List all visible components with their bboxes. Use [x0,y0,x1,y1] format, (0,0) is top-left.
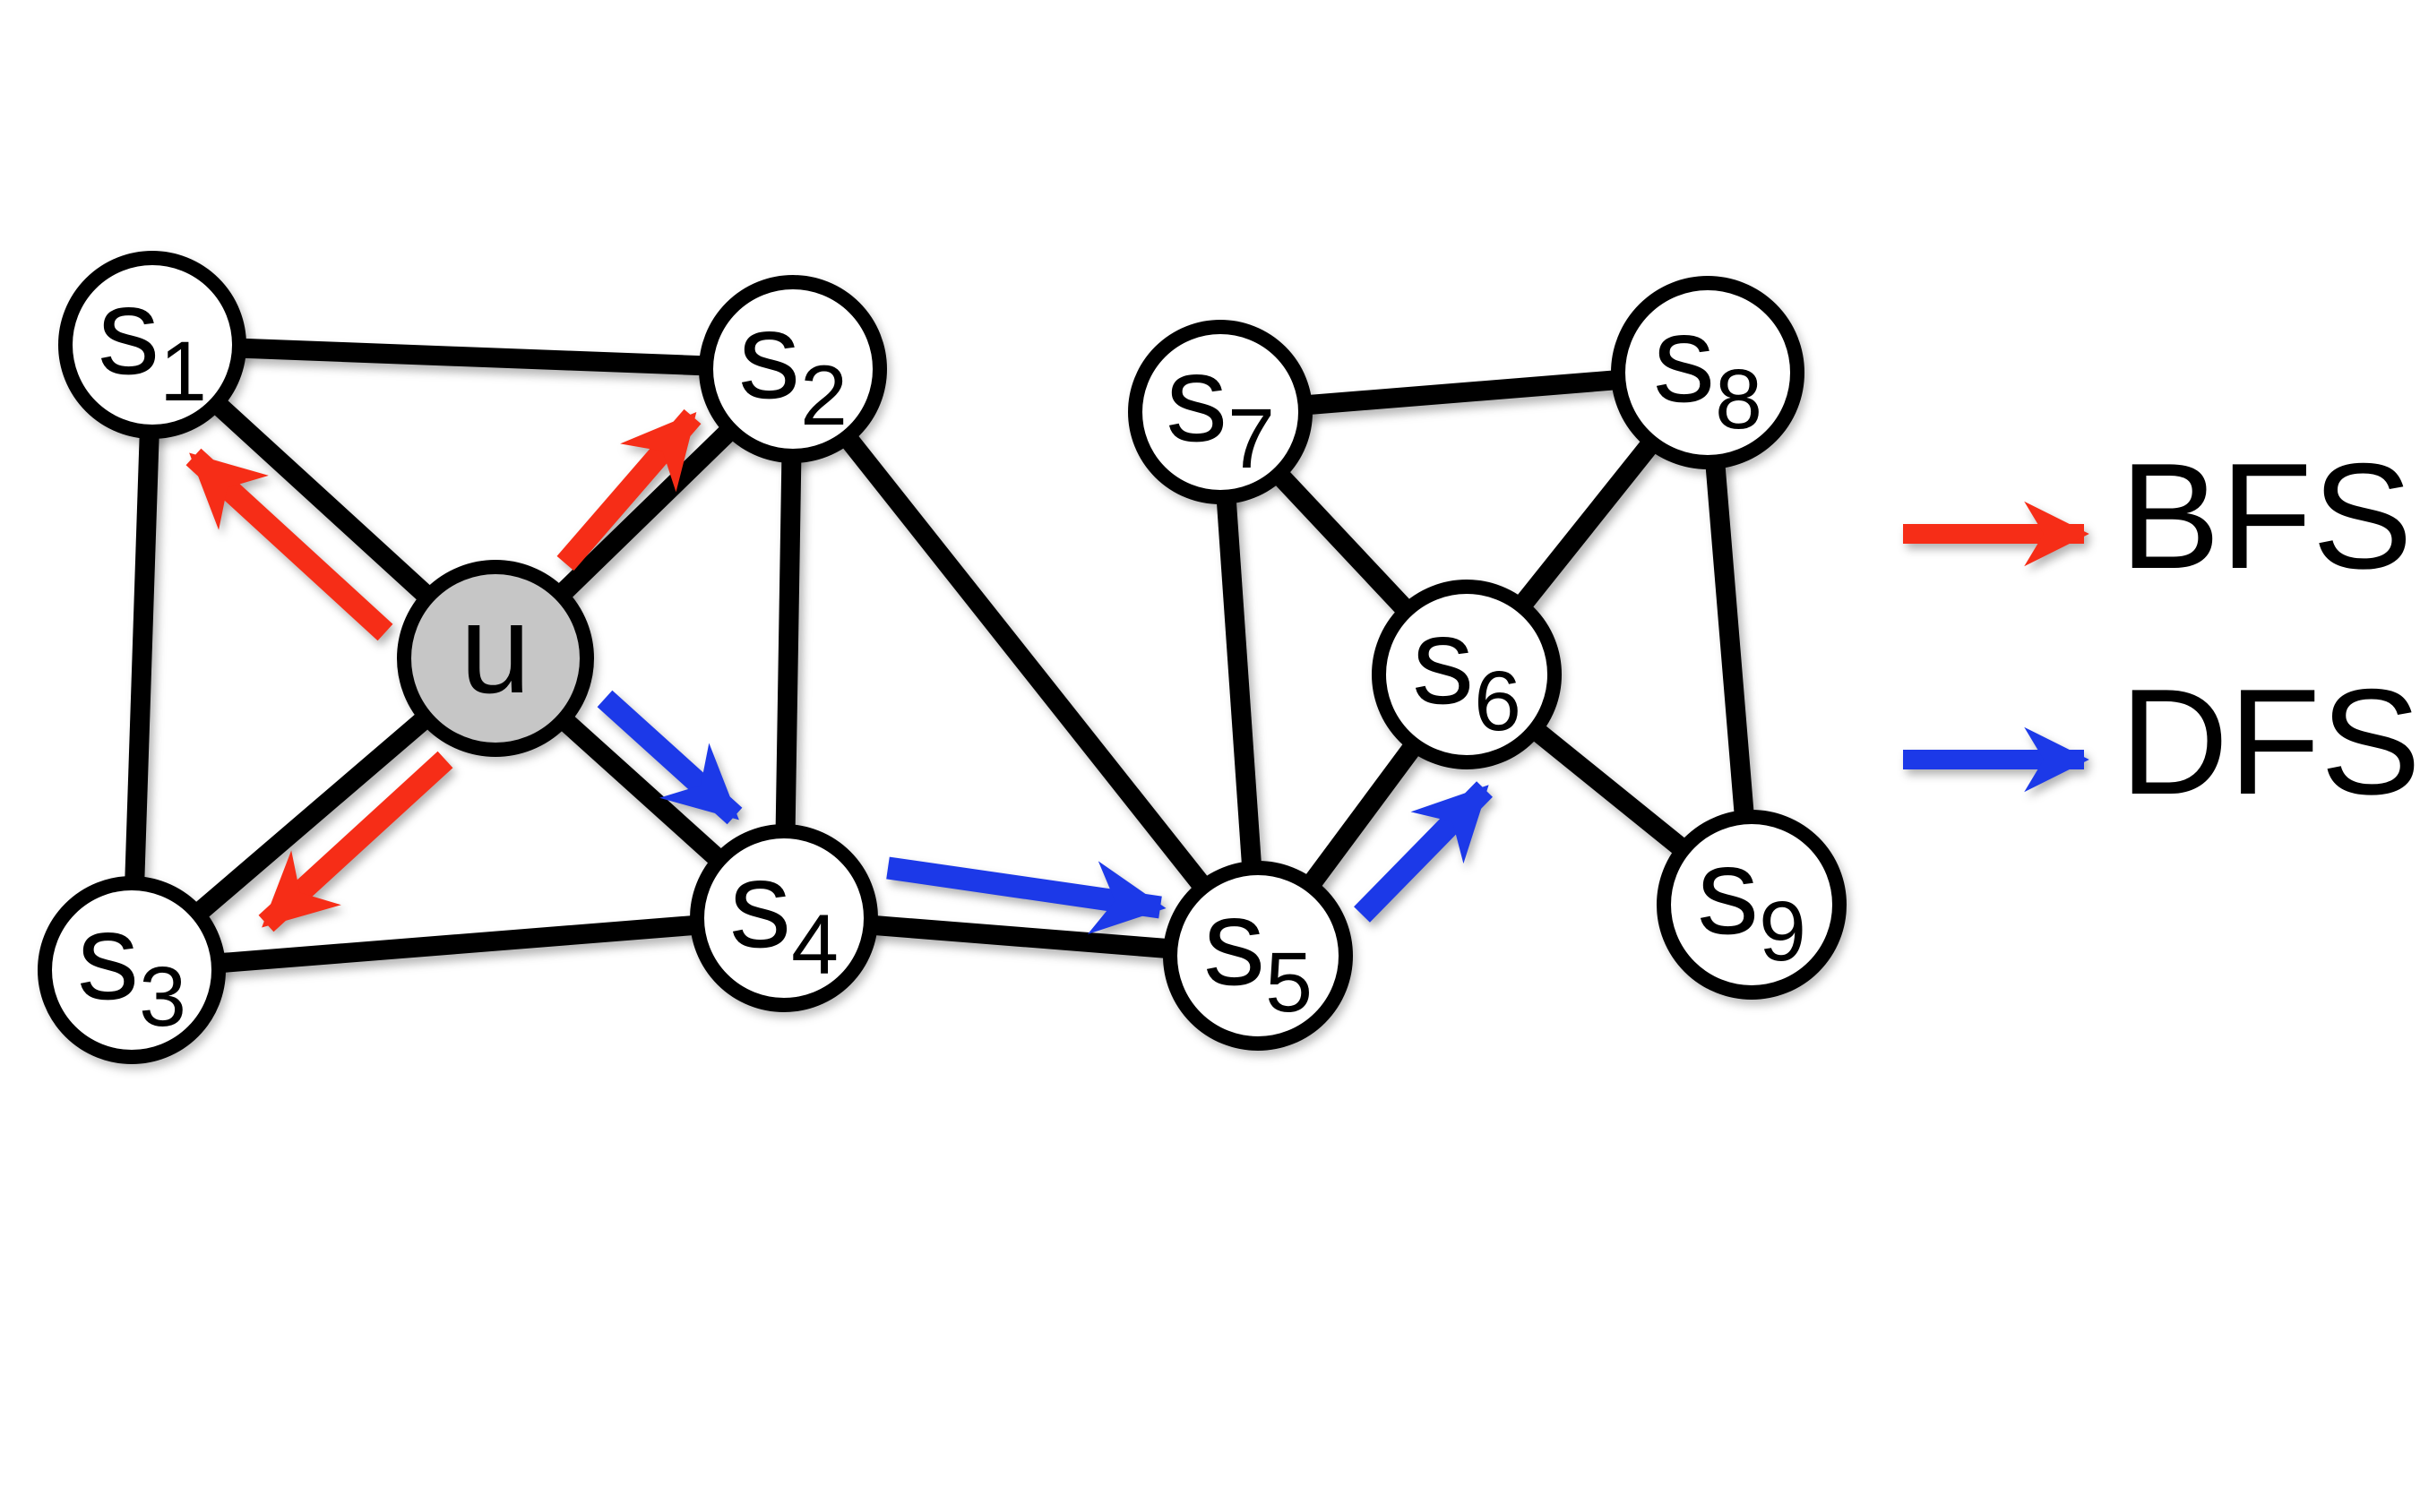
node-label-s8: s8 [1653,290,1762,447]
node-s2 [699,275,887,463]
bfs-arrow-icon [1903,501,2089,566]
node-label-base: s [1653,290,1715,428]
dfs-arrow-icon [1903,726,2089,792]
legend-item-bfs: BFS [1898,430,2413,603]
node-label-base: s [1203,873,1265,1011]
node-label-s3: s3 [77,888,186,1044]
node-s5 [1163,861,1353,1051]
legend-item-dfs: DFS [1898,656,2420,829]
node-label-s5: s5 [1203,873,1313,1030]
node-s6 [1372,580,1562,769]
node-label-s2: s2 [738,287,848,443]
node-label-s6: s6 [1412,592,1521,749]
node-label-base: s [1697,822,1759,960]
node-label-subscript: 4 [791,898,839,992]
node-label-s9: s9 [1697,822,1806,979]
node-label-subscript: 6 [1474,654,1521,749]
dfs-arrow-s5-s6 [1354,781,1493,923]
node-label-subscript: 9 [1759,884,1806,979]
node-s8 [1611,276,1804,469]
bfs-arrow-u-s1 [185,448,393,641]
node-label-base: s [729,836,791,974]
node-label-base: s [1166,330,1227,468]
edge-s3-s4 [131,908,785,980]
bfs-arrow-u-s3 [258,751,453,932]
node-s1 [58,251,246,439]
node-label-subscript: 2 [800,348,848,443]
node-s3 [38,876,226,1064]
node-label-subscript: 5 [1265,935,1313,1030]
legend-label-bfs: BFS [2120,432,2413,600]
node-label-base: s [98,262,159,400]
node-label-base: s [77,888,139,1026]
dfs-arrow-s4-s5 [886,856,1167,934]
node-label-subscript: 3 [139,949,186,1044]
edge-s2-s5 [785,363,1266,962]
legend-label-dfs: DFS [2120,657,2420,826]
node-label-base: s [738,287,800,425]
node-label-s7: s7 [1166,330,1275,486]
node-label-s4: s4 [729,836,839,992]
node-label-subscript: 1 [159,324,207,419]
node-s4 [690,824,878,1012]
bfs-arrow-u-s2 [556,408,702,571]
edge-s1-s2 [151,335,794,379]
node-label-base: s [1412,592,1474,730]
node-u [397,560,594,757]
node-s7 [1128,320,1313,504]
node-s9 [1657,810,1847,1000]
node-label-subscript: 8 [1715,352,1762,447]
dfs-arrow-u-s4 [597,690,743,825]
edge-s1-s3 [122,344,162,971]
node-label-subscript: 7 [1227,391,1275,486]
node-label-u: u [461,578,531,720]
node-label-base: u [461,578,531,720]
node-label-s1: s1 [98,262,207,419]
